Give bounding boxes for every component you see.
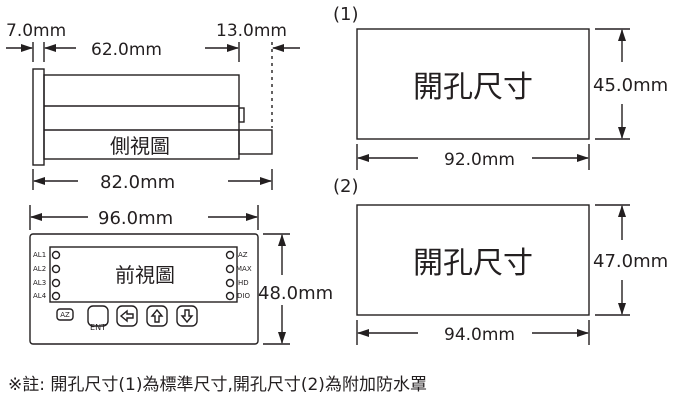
side-clip bbox=[238, 107, 245, 123]
side-view bbox=[6, 42, 300, 190]
indicator-label-left: AL3 bbox=[33, 279, 46, 287]
up-button[interactable] bbox=[146, 305, 168, 327]
cutout-1-rect bbox=[356, 28, 590, 140]
cutout-1-width: 92.0mm bbox=[444, 150, 515, 170]
up-arrow-icon bbox=[150, 308, 164, 323]
led-indicator bbox=[225, 278, 235, 288]
dim-front-height: 48.0mm bbox=[258, 283, 333, 304]
indicator-label-right: HD bbox=[238, 279, 249, 287]
front-frame bbox=[29, 233, 259, 345]
cutout-2-width: 94.0mm bbox=[444, 325, 515, 345]
cutout-1-marker: (1) bbox=[333, 4, 359, 25]
cutout-1-height: 45.0mm bbox=[593, 75, 668, 96]
az-button-label: AZ bbox=[60, 311, 70, 319]
side-view-label: 側視圖 bbox=[110, 134, 170, 158]
led-indicator bbox=[51, 264, 61, 274]
footnote: ※註: 開孔尺寸(1)為標準尺寸,開孔尺寸(2)為附加防水罩 bbox=[8, 375, 427, 395]
cutout-2-marker: (2) bbox=[333, 176, 359, 197]
left-arrow-icon bbox=[119, 309, 134, 323]
cutout-2-height: 47.0mm bbox=[593, 251, 668, 272]
indicator-label-left: AL4 bbox=[33, 292, 47, 300]
dim-body: 62.0mm bbox=[91, 40, 162, 60]
dim-front: 7.0mm bbox=[6, 21, 66, 41]
led-indicator bbox=[225, 291, 235, 301]
side-bezel bbox=[32, 68, 45, 166]
dim-total: 82.0mm bbox=[100, 172, 175, 193]
cutout-1 bbox=[356, 28, 630, 170]
indicator-label-right: DIO bbox=[237, 292, 250, 300]
dim-rear: 13.0mm bbox=[216, 21, 287, 41]
down-button[interactable] bbox=[176, 305, 198, 327]
indicator-label-right: AZ bbox=[238, 251, 248, 259]
led-indicator bbox=[225, 264, 235, 274]
indicator-label-left: AL1 bbox=[33, 251, 46, 259]
ent-button-label: ENT bbox=[90, 323, 106, 332]
ent-button[interactable] bbox=[87, 305, 109, 327]
left-button[interactable] bbox=[116, 305, 138, 327]
cutout-2-label: 開孔尺寸 bbox=[413, 246, 533, 281]
dim-front-width: 96.0mm bbox=[98, 208, 173, 229]
down-arrow-icon bbox=[180, 309, 194, 324]
led-indicator bbox=[51, 278, 61, 288]
display-window bbox=[49, 246, 238, 303]
front-view bbox=[29, 205, 290, 345]
cutout-2-rect bbox=[356, 204, 590, 316]
front-view-label: 前視圖 bbox=[115, 263, 175, 287]
led-indicator bbox=[225, 250, 235, 260]
cutout-1-label: 開孔尺寸 bbox=[413, 70, 533, 105]
indicator-label-right: MAX bbox=[236, 265, 252, 273]
led-indicator bbox=[51, 250, 61, 260]
cutout-2 bbox=[356, 204, 630, 345]
side-connector bbox=[238, 129, 273, 155]
indicator-label-left: AL2 bbox=[33, 265, 46, 273]
az-button[interactable] bbox=[56, 308, 74, 321]
led-indicator bbox=[51, 291, 61, 301]
